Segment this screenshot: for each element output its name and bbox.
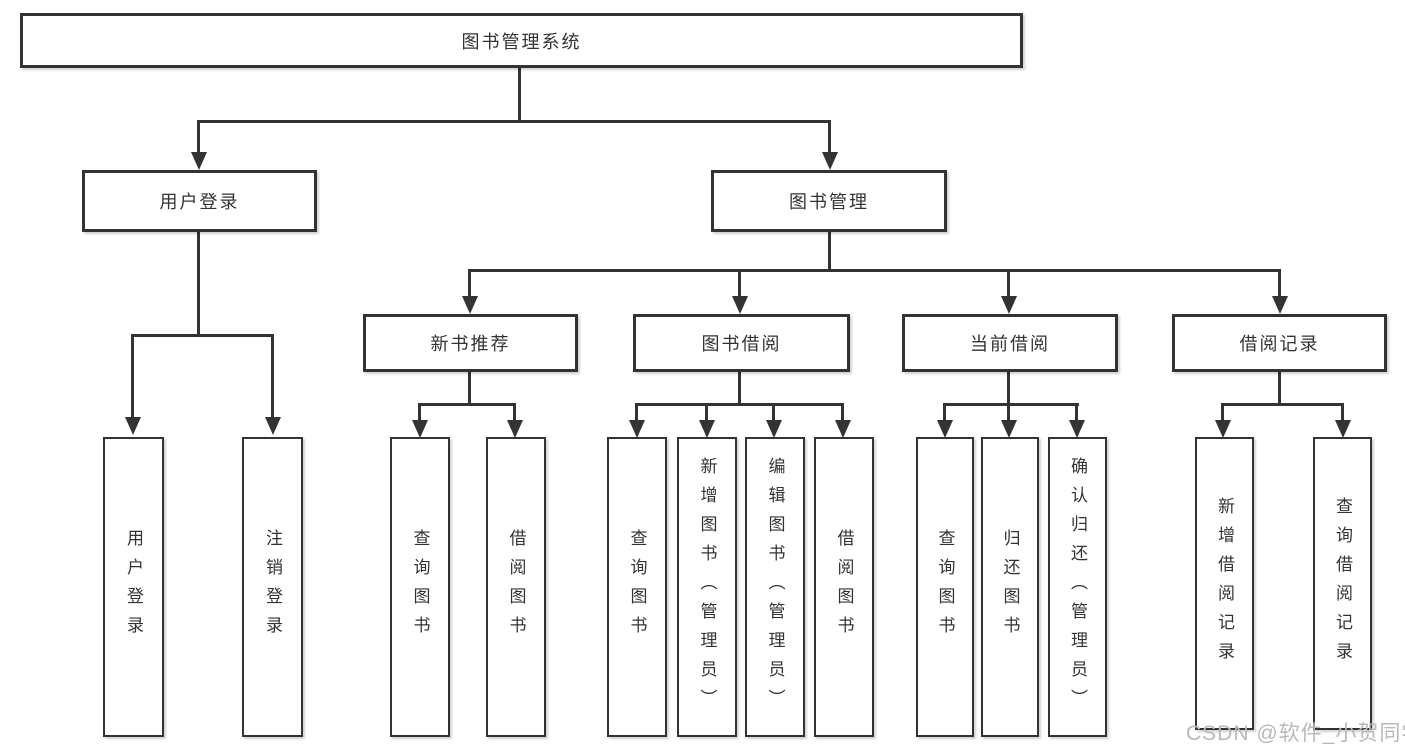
leaf-query-books-recommend: 查询图书 [390,437,450,737]
arrowhead-down [1335,420,1351,438]
node-book-borrow: 图书借阅 [633,314,850,372]
leaf-edit-book-admin-label: 编辑图书（管理员） [765,456,785,718]
connector-new-book-rail [418,403,516,406]
arrowhead-down [732,296,748,314]
arrowhead-down [835,420,851,438]
connector-leaf [635,403,638,420]
node-current-borrow-label: 当前借阅 [970,334,1050,354]
connector-book-borrow-stem [738,370,741,405]
connector-to-borrow-records [1278,269,1281,296]
leaf-borrow-books-2-label: 借阅图书 [834,529,854,645]
leaf-add-book-admin-label: 新增图书（管理员） [697,456,717,718]
leaf-add-book-admin: 新增图书（管理员） [677,437,737,737]
leaf-borrow-books-recommend: 借阅图书 [486,437,546,737]
connector-to-book-management [828,120,831,152]
node-book-borrow-label: 图书借阅 [701,334,782,354]
connector-book-management-stem [828,230,831,271]
connector-user-login-rail [131,334,274,337]
node-borrow-records: 借阅记录 [1172,314,1387,372]
connector-to-new-book [468,269,471,296]
connector-leaf [513,403,516,420]
leaf-query-borrow-record-label: 查询借阅记录 [1333,496,1352,671]
leaf-edit-book-admin: 编辑图书（管理员） [745,437,805,737]
leaf-borrow-books-2: 借阅图书 [814,437,874,737]
arrowhead-down [412,420,428,438]
leaf-logout: 注销登录 [242,437,303,737]
arrowhead-down [766,420,782,438]
leaf-add-borrow-record: 新增借阅记录 [1195,437,1254,730]
leaf-query-books-borrow: 查询图书 [607,437,667,737]
leaf-query-books-borrow-label: 查询图书 [627,529,647,645]
arrowhead-down [1272,296,1288,314]
leaf-return-book-label: 归还图书 [1000,529,1020,645]
watermark: CSDN @软件_小贺同学 [1186,722,1405,745]
connector-borrow-records-rail [1221,403,1344,406]
connector-to-user-login [197,120,200,152]
connector-leaf [705,403,708,420]
arrowhead-down [822,152,838,170]
node-root: 图书管理系统 [20,13,1023,68]
arrowhead-down [265,417,281,435]
arrowhead-down [125,417,141,435]
node-user-login: 用户登录 [82,170,317,232]
connector-root-rail [197,120,831,123]
leaf-query-borrow-record: 查询借阅记录 [1313,437,1372,730]
arrowhead-down [507,420,523,438]
arrowhead-down [1069,420,1085,438]
leaf-user-login-label: 用户登录 [124,529,143,645]
arrowhead-down [1215,420,1231,438]
connector-to-book-borrow [738,269,741,296]
connector-leaf [772,403,775,420]
node-root-label: 图书管理系统 [461,31,582,52]
arrowhead-down [1001,420,1017,438]
leaf-logout-label: 注销登录 [263,529,282,645]
connector-current-borrow-stem [1007,370,1010,405]
connector-root-stem [518,66,521,122]
node-borrow-records-label: 借阅记录 [1239,334,1320,354]
leaf-user-login: 用户登录 [103,437,164,737]
leaf-query-books-current-label: 查询图书 [935,529,955,645]
arrowhead-down [937,420,953,438]
connector-to-current-borrow [1007,269,1010,296]
connector-leaf [1221,403,1224,420]
node-book-management: 图书管理 [711,170,947,232]
connector-to-leaf-user-login [131,334,134,417]
connector-user-login-stem [197,230,200,336]
connector-book-borrow-rail [636,403,844,406]
connector-leaf [1007,403,1010,420]
node-current-borrow: 当前借阅 [902,314,1118,372]
connector-new-book-stem [468,370,471,405]
arrowhead-down [462,296,478,314]
node-new-book-recommend-label: 新书推荐 [430,334,511,354]
connector-leaf [841,403,844,420]
leaf-return-book: 归还图书 [981,437,1039,737]
leaf-query-books-current: 查询图书 [916,437,974,737]
leaf-borrow-books-recommend-label: 借阅图书 [506,529,526,645]
leaf-confirm-return-admin-label: 确认归还（管理员） [1068,456,1087,718]
leaf-add-borrow-record-label: 新增借阅记录 [1215,496,1234,671]
arrowhead-down [191,152,207,170]
connector-leaf [1075,403,1078,420]
leaf-query-books-recommend-label: 查询图书 [410,529,430,645]
connector-current-borrow-rail [943,403,1079,406]
connector-to-leaf-logout [271,334,274,417]
connector-borrow-records-stem [1278,370,1281,405]
connector-leaf [1341,403,1344,420]
arrowhead-down [699,420,715,438]
connector-leaf [943,403,946,420]
node-user-login-label: 用户登录 [159,192,240,212]
leaf-confirm-return-admin: 确认归还（管理员） [1048,437,1107,737]
connector-leaf [418,403,421,420]
arrowhead-down [1001,296,1017,314]
node-book-management-label: 图书管理 [789,192,869,212]
connector-book-management-rail [468,269,1281,272]
arrowhead-down [629,420,645,438]
node-new-book-recommend: 新书推荐 [363,314,578,372]
